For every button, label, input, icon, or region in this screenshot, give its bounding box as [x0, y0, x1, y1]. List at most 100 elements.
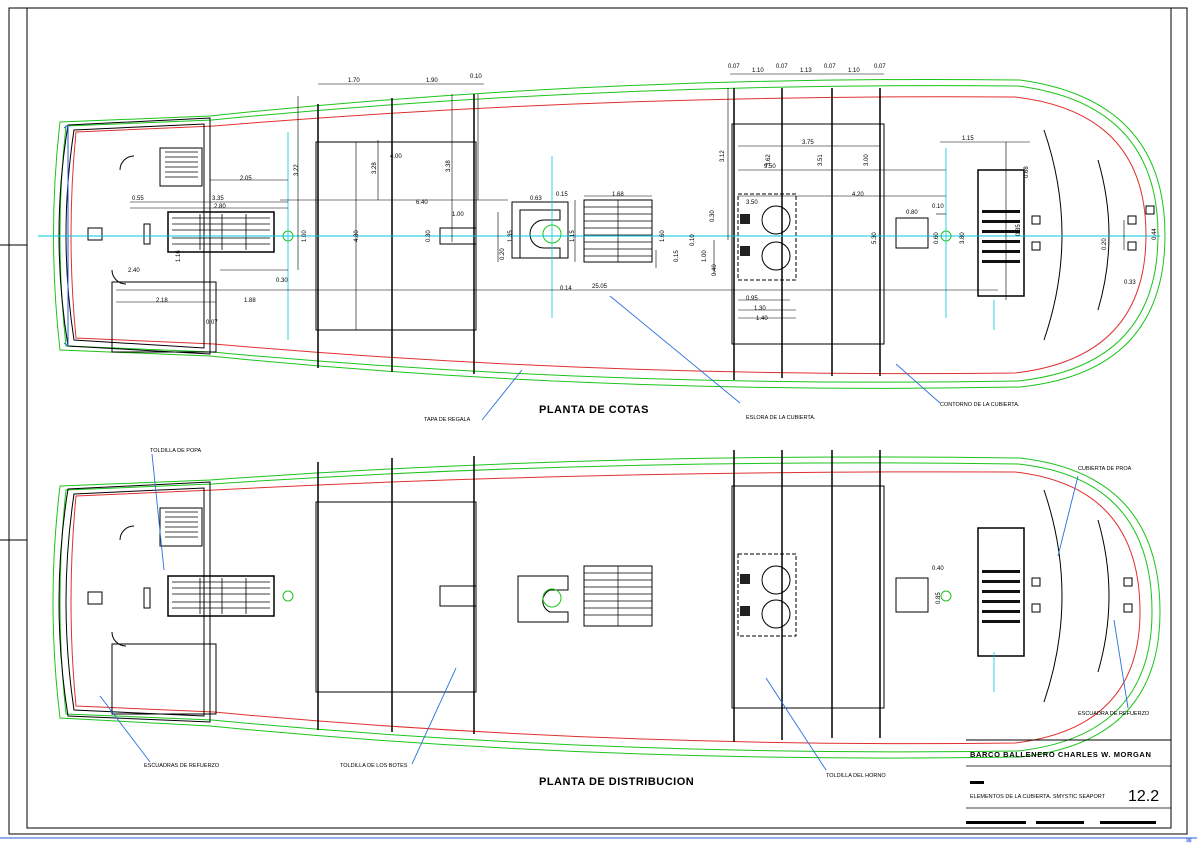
- dim-label: 0.80: [906, 210, 918, 216]
- dim-label: 1.30: [754, 306, 766, 312]
- dim-label: 0.55: [132, 196, 144, 202]
- windlass: [977, 169, 1025, 297]
- dim-label: 0.68: [1024, 166, 1030, 178]
- tryworks-chimney: [740, 606, 750, 616]
- dim-label: 3.35: [212, 196, 224, 202]
- door-arc: [119, 525, 135, 541]
- tryworks-davits: [733, 88, 881, 380]
- dim-label: 0.40: [932, 566, 944, 572]
- dim-label: 4.20: [852, 192, 864, 198]
- boat-house: [315, 501, 477, 693]
- dim-label: 1.15: [962, 136, 974, 142]
- cleat: [1123, 603, 1133, 613]
- dim-label: 1.15: [570, 230, 576, 242]
- dim-label: 3.50: [746, 200, 758, 206]
- dim-label: 0.07: [874, 64, 886, 70]
- plan-distribucion: [52, 450, 1161, 771]
- cleat: [1127, 241, 1137, 251]
- capstan: [517, 575, 569, 623]
- dim-label: 0.10: [690, 234, 696, 246]
- construction-lines: [287, 132, 995, 340]
- dimension-text: 3.22 4.00 3.28 3.38 2.05 0.55 3.35 2.80 …: [128, 136, 1158, 604]
- dim-label: 2.05: [240, 176, 252, 182]
- dim-label: 0.63: [530, 196, 542, 202]
- outer-frame: [8, 7, 1188, 835]
- dim-label: 1.10: [848, 68, 860, 74]
- project-title: BARCO BALLENERO CHARLES W. MORGAN: [970, 750, 1151, 759]
- boat-house-hatch: [439, 585, 477, 607]
- tryworks-chimney: [740, 574, 750, 584]
- dim-label: 3.62: [766, 154, 772, 166]
- wheel: [143, 587, 151, 609]
- note-contorno: CONTORNO DE LA CUBIERTA.: [940, 402, 1020, 408]
- dim-label: 1.00: [452, 212, 464, 218]
- hull-outline-green-inner: [59, 462, 1153, 753]
- dim-label: 1.00: [302, 230, 308, 242]
- bow-rail: [1097, 519, 1110, 673]
- grating-bars: [172, 578, 270, 614]
- capstan-drum: [542, 588, 562, 608]
- try-pot: [761, 565, 791, 595]
- title-block-bar: [970, 781, 984, 784]
- windlass-links: [982, 210, 1020, 263]
- hull-outline-green-inner: [59, 85, 1159, 383]
- binnacle: [87, 227, 103, 241]
- dim-label: 1.60: [660, 230, 666, 242]
- mast-stern: [282, 590, 294, 602]
- dim-label: 0.30: [710, 210, 716, 222]
- windlass: [977, 527, 1025, 657]
- dim-label: 1.90: [426, 78, 438, 84]
- dim-label: 0.07: [824, 64, 836, 70]
- binnacle: [87, 591, 103, 605]
- dim-label: 0.20: [1102, 238, 1108, 250]
- dim-label: 0.33: [1124, 280, 1136, 286]
- dim-label: 2.80: [214, 204, 226, 210]
- dim-label: 25.05: [592, 284, 608, 290]
- cleat: [1145, 205, 1155, 215]
- mast-bow: [940, 590, 952, 602]
- capstan: [519, 209, 561, 259]
- door-arc: [111, 631, 127, 647]
- dim-label: 0.15: [556, 192, 568, 198]
- hull-outline-green-outer: [53, 78, 1166, 389]
- door-arc: [119, 155, 135, 171]
- bow-rail: [1097, 159, 1110, 311]
- windlass-links: [982, 570, 1020, 623]
- dim-label: 3.00: [864, 154, 870, 166]
- dim-label: 0.60: [934, 232, 940, 244]
- dim-label: 4.00: [390, 154, 402, 160]
- dim-label: 1.70: [348, 78, 360, 84]
- hatch-grating-bars: [584, 200, 652, 262]
- note-eslora: ESLORA DE LA CUBIERTA.: [746, 415, 816, 421]
- note-tapa-de-regala: TAPA DE REGALA: [424, 417, 471, 423]
- note-escuadra-refuerzo: ESCUADRA DE REFUERZO: [1078, 711, 1150, 717]
- dim-label: 0.20: [500, 248, 506, 260]
- stair-treads: [165, 511, 198, 538]
- dim-label: 4.30: [354, 230, 360, 242]
- leader-lines: [99, 453, 1129, 771]
- stern-inner: [65, 123, 205, 349]
- cleat: [1031, 577, 1041, 587]
- try-pot: [761, 205, 791, 235]
- grating-bars: [172, 214, 270, 250]
- wheel: [143, 223, 151, 245]
- title-block-bar: [966, 821, 1026, 824]
- dim-label: 1.68: [612, 192, 624, 198]
- dim-label: 6.40: [416, 200, 428, 206]
- dim-label: 1.00: [702, 250, 708, 262]
- dim-label: 1.35: [508, 230, 514, 242]
- dim-label: 3.28: [372, 162, 378, 174]
- tryworks-house: [731, 123, 885, 345]
- plan-title-distribucion: PLANTA DE DISTRIBUCION: [539, 776, 694, 788]
- dim-label: 0.35: [1016, 224, 1022, 236]
- boat-davits: [317, 94, 475, 374]
- note-toldilla-popa: TOLDILLA DE POPA: [150, 448, 201, 454]
- inner-frame: [26, 7, 1172, 829]
- dim-label: 3.12: [720, 150, 726, 162]
- dim-label: 3.38: [446, 160, 452, 172]
- deck-outline-red: [70, 96, 1147, 375]
- dim-label: 5.30: [872, 232, 878, 244]
- dim-label: 0.30: [426, 230, 432, 242]
- dim-label: 0.15: [674, 250, 680, 262]
